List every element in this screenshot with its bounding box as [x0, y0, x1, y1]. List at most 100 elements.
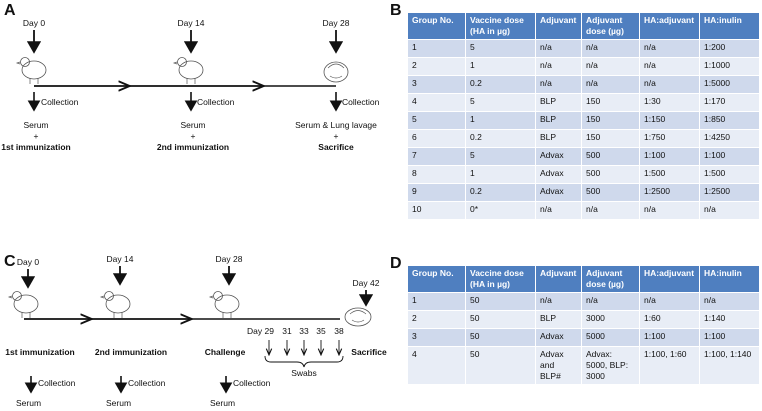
cell-ha-adjuvant: 1:100	[639, 147, 700, 166]
swab-day-31: 31	[282, 326, 292, 336]
cell-adjuvant: n/a	[535, 201, 582, 220]
cell-vaccine-dose: 5	[465, 93, 536, 112]
cell-adjuvant-dose: 150	[581, 111, 640, 130]
cell-adjuvant-dose: 5000	[581, 328, 640, 347]
collection-label-c3: Collection	[233, 378, 271, 388]
header-adjuvant: Adjuvant	[535, 265, 582, 293]
cell-group-no: 3	[407, 328, 466, 347]
cell-adjuvant: n/a	[535, 57, 582, 76]
day28-label-a: Day 28	[322, 18, 350, 28]
cell-ha-adjuvant: 1:2500	[639, 183, 700, 202]
day42-label-c: Day 42	[352, 278, 380, 288]
cell-group-no: 1	[407, 39, 466, 58]
swab-day-29: Day 29	[247, 326, 274, 336]
cell-ha-adjuvant: 1:150	[639, 111, 700, 130]
swab-day-33: 33	[299, 326, 309, 336]
cell-adjuvant: Advax	[535, 165, 582, 184]
chick-icon	[7, 291, 39, 318]
table-header-row: Group No. Vaccine dose (HA in µg) Adjuva…	[407, 12, 760, 40]
day28-label-c: Day 28	[215, 254, 243, 264]
cell-adjuvant-dose: n/a	[581, 201, 640, 220]
header-ha-adjuvant: HA:adjuvant	[639, 265, 700, 293]
cell-vaccine-dose: 0.2	[465, 75, 536, 94]
cell-group-no: 9	[407, 183, 466, 202]
cell-group-no: 5	[407, 111, 466, 130]
cell-adjuvant-dose: 150	[581, 93, 640, 112]
cell-group-no: 7	[407, 147, 466, 166]
cell-ha-inulin: 1:2500	[699, 183, 760, 202]
cell-adjuvant-dose: 500	[581, 147, 640, 166]
cell-ha-adjuvant: 1:30	[639, 93, 700, 112]
cell-adjuvant: n/a	[535, 75, 582, 94]
header-group-no: Group No.	[407, 12, 466, 40]
cell-ha-inulin: 1:4250	[699, 129, 760, 148]
day14-label-a: Day 14	[177, 18, 205, 28]
cell-ha-inulin: 1:170	[699, 93, 760, 112]
cell-ha-inulin: n/a	[699, 201, 760, 220]
chick-icon	[15, 57, 47, 84]
panel-b-letter: B	[390, 2, 402, 19]
sample-a2-plus: +	[190, 131, 196, 141]
cell-adjuvant: Advax	[535, 328, 582, 347]
cell-vaccine-dose: 0.2	[465, 129, 536, 148]
cell-ha-adjuvant: n/a	[639, 201, 700, 220]
cell-vaccine-dose: 1	[465, 57, 536, 76]
swab-brace	[264, 355, 344, 368]
cell-ha-inulin: 1:140	[699, 310, 760, 329]
cell-ha-adjuvant: 1:60	[639, 310, 700, 329]
chick-icon	[208, 291, 240, 318]
cell-adjuvant: BLP	[535, 129, 582, 148]
collection-label-a2: Collection	[197, 97, 235, 107]
vaccine-group-table-d: Group No. Vaccine dose (HA in µg) Adjuva…	[407, 265, 760, 385]
cell-ha-adjuvant: 1:100, 1:60	[639, 346, 700, 385]
vaccine-group-table-b: Group No. Vaccine dose (HA in µg) Adjuva…	[407, 12, 760, 220]
cell-group-no: 4	[407, 93, 466, 112]
collection-label-a3: Collection	[342, 97, 380, 107]
chick-icon	[172, 57, 204, 84]
cell-adjuvant-dose: n/a	[581, 39, 640, 58]
cell-ha-inulin: 1:1000	[699, 57, 760, 76]
cell-ha-inulin: 1:5000	[699, 75, 760, 94]
cell-adjuvant: Advax and BLP#	[535, 346, 582, 385]
swabs-label: Swabs	[291, 368, 317, 378]
cell-adjuvant-dose: n/a	[581, 75, 640, 94]
header-vaccine-dose: Vaccine dose (HA in µg)	[465, 12, 536, 40]
day0-label-a: Day 0	[22, 18, 46, 28]
cell-vaccine-dose: 50	[465, 346, 536, 385]
cell-vaccine-dose: 1	[465, 165, 536, 184]
cell-group-no: 2	[407, 310, 466, 329]
sample-a3-line1: Serum & Lung lavage	[295, 120, 377, 130]
cell-ha-adjuvant: 1:750	[639, 129, 700, 148]
cell-group-no: 6	[407, 129, 466, 148]
cell-group-no: 1	[407, 292, 466, 311]
cell-vaccine-dose: 50	[465, 310, 536, 329]
collection-label-a1: Collection	[41, 97, 79, 107]
cell-adjuvant-dose: 3000	[581, 310, 640, 329]
day14-label-c: Day 14	[106, 254, 134, 264]
sample-a1-plus: +	[33, 131, 39, 141]
serum-label-c1: Serum	[16, 398, 42, 408]
cell-ha-adjuvant: n/a	[639, 39, 700, 58]
cell-ha-adjuvant: n/a	[639, 75, 700, 94]
cell-adjuvant-dose: 500	[581, 165, 640, 184]
cell-ha-inulin: 1:200	[699, 39, 760, 58]
cell-adjuvant: BLP	[535, 93, 582, 112]
panel-a-letter: A	[4, 2, 16, 19]
panel-a-timeline	[7, 30, 374, 394]
header-ha-adjuvant: HA:adjuvant	[639, 12, 700, 40]
cell-vaccine-dose: 0*	[465, 201, 536, 220]
cell-ha-adjuvant: n/a	[639, 57, 700, 76]
sample-a1-line2: 1st immunization	[1, 142, 71, 152]
cell-group-no: 10	[407, 201, 466, 220]
event-2nd-immunization: 2nd immunization	[94, 347, 168, 357]
cell-ha-inulin: 1:850	[699, 111, 760, 130]
